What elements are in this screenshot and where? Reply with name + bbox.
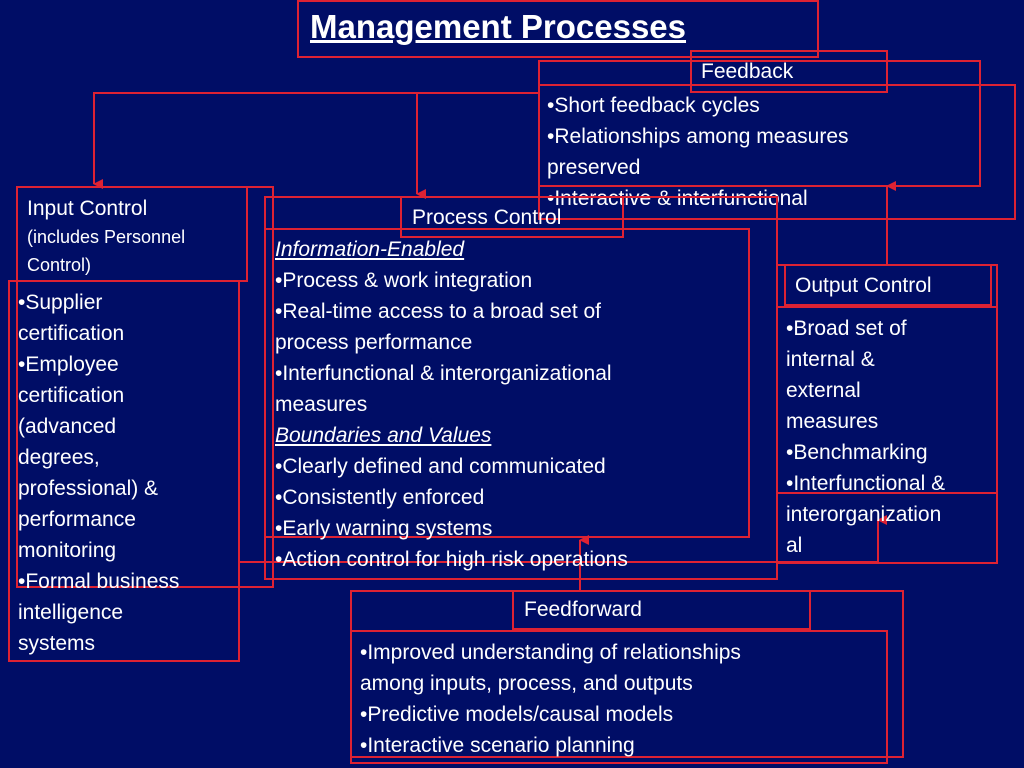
feedforward-header-box xyxy=(512,590,811,630)
list-item: •Interfunctional & interorganizational xyxy=(275,362,612,385)
input-control-subheader-line: (includes Personnel xyxy=(27,227,186,247)
section-title: Boundaries and Values xyxy=(275,424,492,447)
output-control-header-box xyxy=(784,264,992,306)
list-item: •Formal business xyxy=(18,570,180,593)
process-control-content: Information-Enabled •Process & work inte… xyxy=(275,234,628,575)
feedforward-bullets: •Improved understanding of relationships… xyxy=(360,637,741,761)
list-item: certification xyxy=(18,322,125,345)
list-item: among inputs, process, and outputs xyxy=(360,672,693,695)
list-item: •Interfunctional & xyxy=(786,472,946,495)
list-item: •Interactive & interfunctional xyxy=(547,187,808,210)
process-control-header-box xyxy=(400,196,624,238)
list-item: •Employee xyxy=(18,353,119,376)
process-control-body-box xyxy=(264,228,750,538)
feedback-bullets: •Short feedback cycles •Relationships am… xyxy=(547,90,849,214)
list-item: •Benchmarking xyxy=(786,441,928,464)
output-control-body-box xyxy=(776,306,998,494)
input-control-outer-box xyxy=(16,186,274,588)
list-item: •Real-time access to a broad set of xyxy=(275,300,602,323)
list-item: •Supplier xyxy=(18,291,103,314)
list-item: measures xyxy=(275,393,368,416)
list-item: process performance xyxy=(275,331,473,354)
feedback-header: Feedback xyxy=(701,60,794,83)
feedback-to-inputs-connector xyxy=(93,92,538,189)
list-item: intelligence xyxy=(18,601,124,624)
list-item: •Short feedback cycles xyxy=(547,94,760,117)
list-item: al xyxy=(786,534,803,557)
list-item: interorganization xyxy=(786,503,942,526)
page-title: Management Processes xyxy=(310,8,687,45)
list-item: degrees, xyxy=(18,446,100,469)
section-title: Information-Enabled xyxy=(275,238,465,261)
list-item: external xyxy=(786,379,861,402)
list-item: preserved xyxy=(547,156,641,179)
output-control-bullets: •Broad set of internal & external measur… xyxy=(786,313,945,561)
list-item: •Early warning systems xyxy=(275,517,493,540)
list-item: performance xyxy=(18,508,136,531)
feedforward-header: Feedforward xyxy=(524,598,642,621)
list-item: measures xyxy=(786,410,879,433)
list-item: •Interactive scenario planning xyxy=(360,734,635,757)
list-item: (advanced xyxy=(18,415,117,438)
process-control-header: Process Control xyxy=(412,206,562,229)
output-control-header: Output Control xyxy=(795,274,932,297)
list-item: •Clearly defined and communicated xyxy=(275,455,606,478)
feedforward-body-box xyxy=(350,630,888,764)
list-item: •Process & work integration xyxy=(275,269,533,292)
input-control-header: Input Control xyxy=(27,197,148,220)
list-item: •Consistently enforced xyxy=(275,486,485,509)
list-item: •Relationships among measures xyxy=(547,125,849,148)
list-item: •Predictive models/causal models xyxy=(360,703,674,726)
list-item: monitoring xyxy=(18,539,117,562)
list-item: internal & xyxy=(786,348,875,371)
feedback-header-box xyxy=(690,50,888,93)
list-item: professional) & xyxy=(18,477,159,500)
input-control-subheader-line: Control) xyxy=(27,255,92,275)
list-item: •Improved understanding of relationships xyxy=(360,641,741,664)
input-control-body-box xyxy=(8,280,240,662)
list-item: certification xyxy=(18,384,125,407)
input-control-bullets: •Supplier certification •Employee certif… xyxy=(18,287,179,659)
list-item: •Action control for high risk operations xyxy=(275,548,628,571)
list-item: systems xyxy=(18,632,96,655)
title-box xyxy=(297,0,819,58)
list-item: •Broad set of xyxy=(786,317,907,340)
